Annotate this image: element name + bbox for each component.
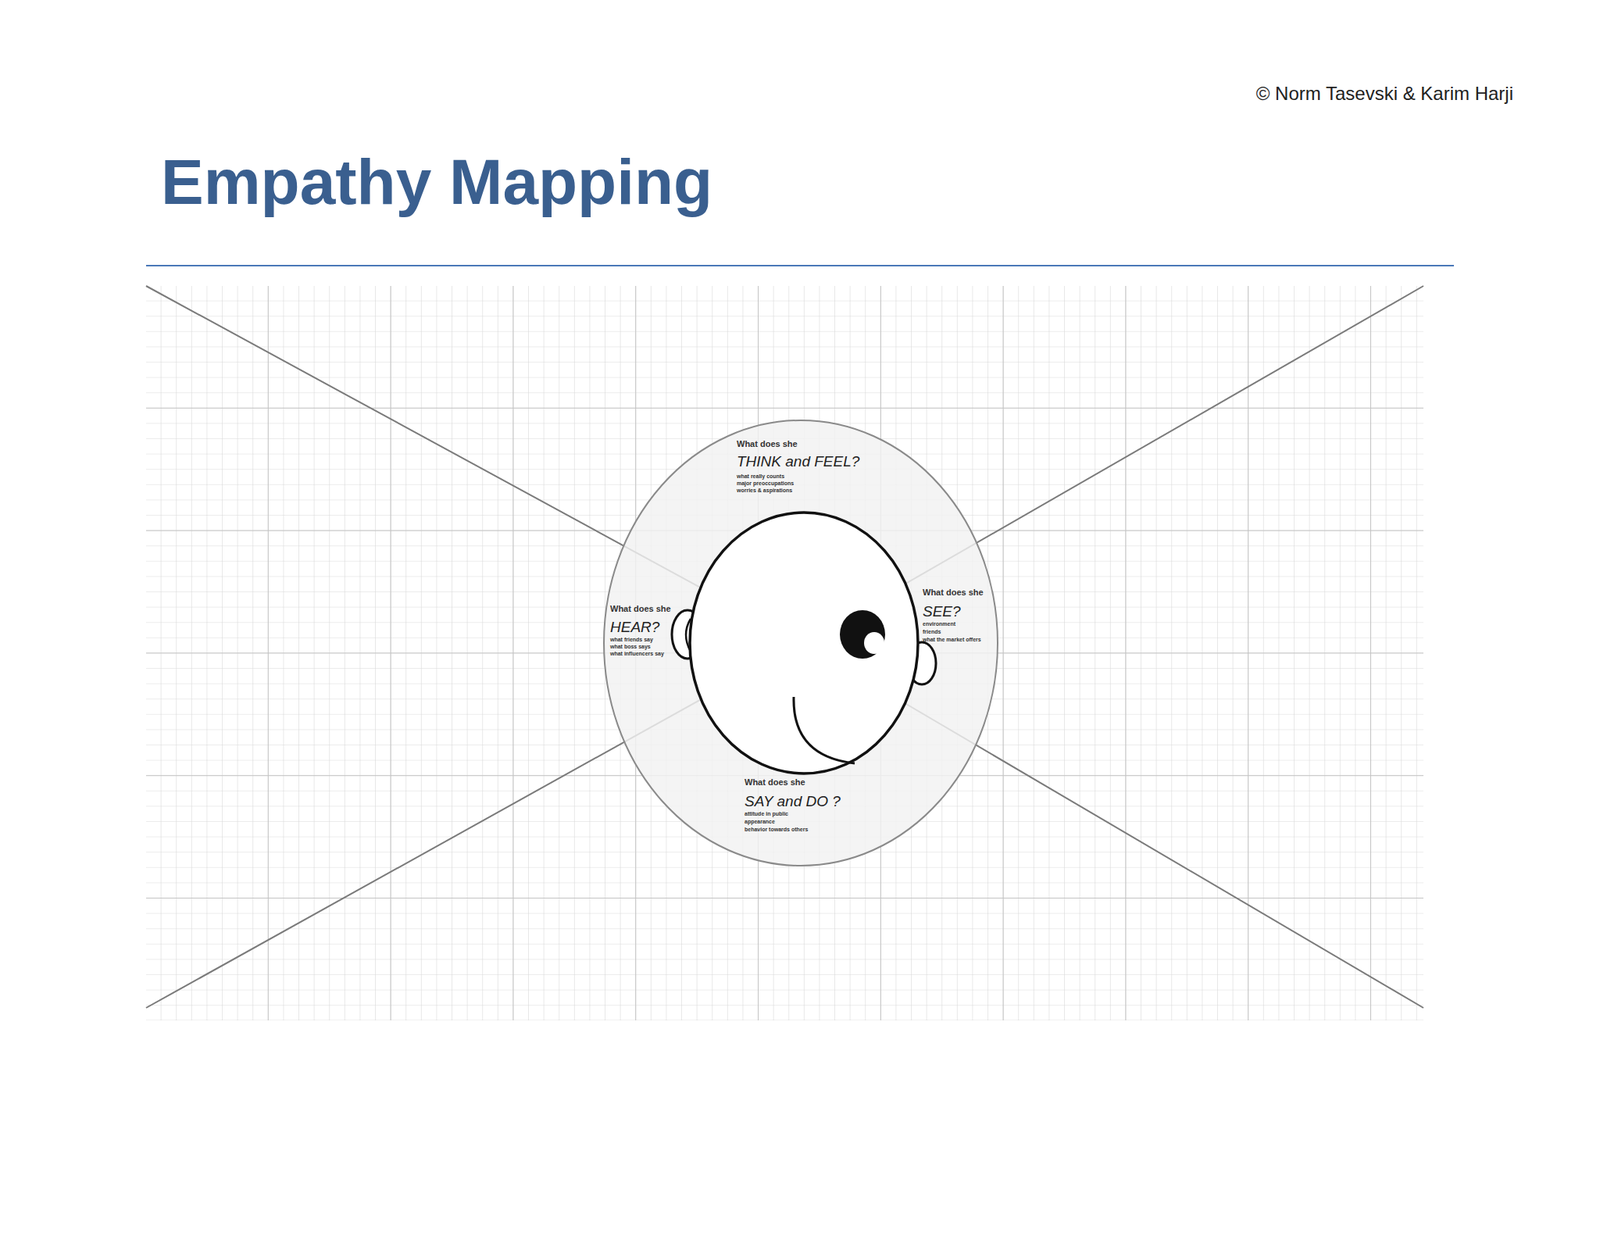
grid-paper <box>146 285 1424 1021</box>
section-hint: major preoccupations <box>736 480 794 486</box>
section-prompt: What does she <box>610 604 672 614</box>
head-circle <box>689 512 918 774</box>
title-rule <box>146 264 1454 267</box>
section-heading: SEE? <box>922 603 961 619</box>
section-hint: behavior towards others <box>744 826 808 833</box>
section-hint: what the market offers <box>922 636 982 643</box>
grid-major <box>146 285 1424 1021</box>
section-heading: HEAR? <box>610 619 660 635</box>
eye-highlight <box>864 632 885 654</box>
section-hint: environment <box>922 621 956 627</box>
page-title: Empathy Mapping <box>160 150 713 215</box>
section-heading: THINK and FEEL? <box>736 453 860 469</box>
section-hint: friends <box>922 628 941 635</box>
outer-ellipse <box>603 420 998 866</box>
section-hint: what really counts <box>736 473 785 479</box>
section-hint: attitude in public <box>744 810 789 817</box>
section-prompt: What does she <box>736 439 798 449</box>
section-prompt: What does she <box>922 588 984 597</box>
section-hint: what boss says <box>610 643 651 650</box>
section-heading: SAY and DO ? <box>744 793 841 809</box>
eye <box>839 610 886 659</box>
copyright-note: © Norm Tasevski & Karim Harji <box>1256 84 1514 104</box>
smile <box>793 696 855 764</box>
section-hint: worries & aspirations <box>736 487 793 493</box>
section-hint: appearance <box>744 818 775 825</box>
diagonal-lines <box>146 285 1424 1008</box>
section-prompt: What does she <box>744 778 806 787</box>
section-hint: what friends say <box>610 636 654 643</box>
section-hint: what influencers say <box>610 650 665 657</box>
